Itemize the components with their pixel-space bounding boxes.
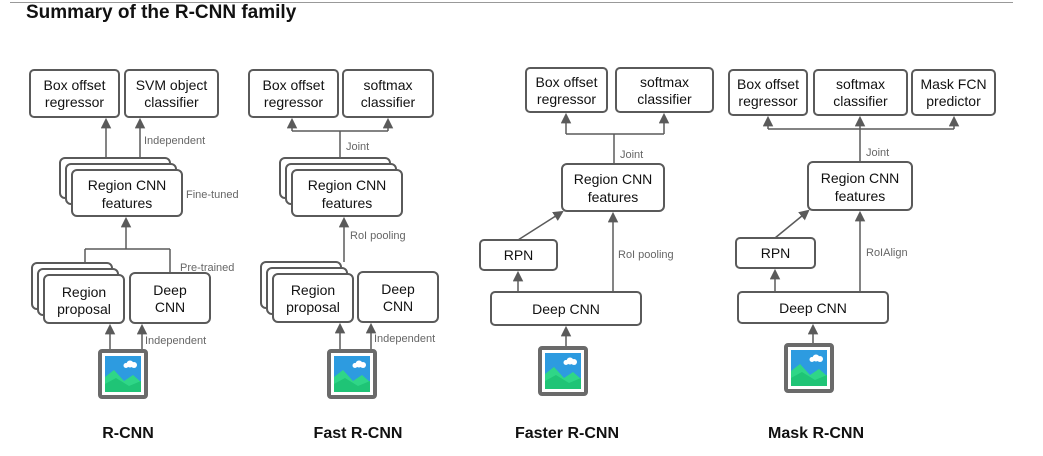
mask-softmax-line2: classifier	[833, 93, 888, 109]
rcnn-svm-line2: classifier	[144, 94, 199, 110]
fast-softmax-line2: classifier	[361, 94, 416, 110]
rcnn-deep-cnn-line2: CNN	[155, 299, 185, 315]
mask-features-line1: Region CNN	[821, 170, 900, 186]
rcnn-box-offset-line2: regressor	[45, 94, 104, 110]
mask-features-line2: features	[835, 188, 886, 204]
faster-rcnn-column: Box offset regressor softmax classifier …	[479, 67, 714, 442]
rcnn-proposal-line2: proposal	[57, 301, 111, 317]
mask-box-offset-line2: regressor	[738, 93, 797, 109]
faster-features-line2: features	[588, 189, 639, 205]
mask-softmax-classifier	[813, 69, 908, 116]
page-title: Summary of the R-CNN family	[26, 2, 297, 23]
fast-features-line2: features	[322, 195, 373, 211]
faster-features-line1: Region CNN	[574, 171, 653, 187]
mask-region-cnn-features	[807, 161, 913, 211]
mask-softmax-line1: softmax	[836, 76, 885, 92]
mask-deep-cnn	[737, 291, 889, 324]
mask-rcnn-column: Box offset regressor softmax classifier …	[728, 69, 996, 442]
faster-box-offset-line2: regressor	[537, 91, 596, 107]
fast-label-independent: Independent	[374, 333, 435, 345]
rcnn-deep-cnn	[129, 272, 211, 324]
rcnn-proposal-line1: Region	[62, 284, 106, 300]
faster-region-cnn-features	[561, 163, 665, 212]
fast-image-icon	[327, 349, 377, 399]
mask-fcn-line2: predictor	[926, 93, 981, 109]
rcnn-svm-line1: SVM object	[136, 77, 208, 93]
mask-deep-cnn-label: Deep CNN	[779, 300, 847, 316]
fast-region-proposal	[272, 273, 354, 323]
faster-softmax-line2: classifier	[637, 91, 692, 107]
mask-arrow-rpn-to-features	[774, 209, 810, 239]
faster-softmax-classifier	[615, 67, 714, 113]
faster-deep-cnn	[490, 291, 642, 326]
rcnn-box-offset-regressor	[29, 69, 120, 118]
rcnn-deep-cnn-line1: Deep	[153, 282, 187, 298]
fast-label-joint: Joint	[346, 141, 369, 153]
faster-caption: Faster R-CNN	[515, 425, 619, 442]
fast-caption: Fast R-CNN	[314, 425, 403, 442]
mask-caption: Mask R-CNN	[768, 425, 864, 442]
faster-arrow-rpn-to-features	[517, 210, 564, 241]
mask-label-joint: Joint	[866, 147, 889, 159]
rcnn-region-cnn-features	[71, 169, 183, 217]
faster-softmax-line1: softmax	[640, 74, 689, 90]
rcnn-image-icon	[98, 349, 148, 399]
top-rule	[10, 2, 1013, 3]
mask-fcn-line1: Mask FCN	[920, 76, 986, 92]
rcnn-column: Box offset regressor SVM object classifi…	[29, 69, 239, 442]
faster-rpn-label: RPN	[504, 247, 534, 263]
rcnn-label-fine-tuned: Fine-tuned	[186, 189, 239, 201]
fast-label-roi-pooling: RoI pooling	[350, 230, 406, 242]
mask-image-icon	[784, 343, 834, 393]
rcnn-features-line2: features	[102, 195, 153, 211]
fast-softmax-line1: softmax	[363, 77, 412, 93]
rcnn-region-proposal	[43, 274, 125, 324]
faster-box-offset-regressor	[525, 67, 608, 113]
faster-label-joint: Joint	[620, 149, 643, 161]
fast-softmax-classifier	[342, 69, 434, 118]
faster-box-offset-line1: Box offset	[535, 74, 597, 90]
rcnn-label-independent-top: Independent	[144, 135, 205, 147]
mask-rpn-label: RPN	[761, 245, 791, 261]
fast-deep-cnn	[357, 271, 439, 323]
fast-proposal-line1: Region	[291, 282, 335, 298]
mask-box-offset-line1: Box offset	[737, 76, 799, 92]
mask-box-offset-regressor	[728, 69, 808, 116]
faster-image-icon	[538, 346, 588, 396]
faster-label-roi-pooling: RoI pooling	[618, 249, 674, 261]
fast-deep-cnn-line2: CNN	[383, 298, 413, 314]
fast-rcnn-column: Box offset regressor softmax classifier …	[248, 69, 439, 442]
rcnn-label-independent-bottom: Independent	[145, 335, 206, 347]
faster-deep-cnn-label: Deep CNN	[532, 301, 600, 317]
mask-fcn-predictor	[911, 69, 996, 116]
fast-features-line1: Region CNN	[308, 177, 387, 193]
fast-box-offset-line1: Box offset	[262, 77, 324, 93]
rcnn-box-offset-line1: Box offset	[43, 77, 105, 93]
fast-box-offset-line2: regressor	[264, 94, 323, 110]
rcnn-caption: R-CNN	[102, 425, 154, 442]
fast-region-cnn-features	[291, 169, 403, 217]
rcnn-svm-classifier	[124, 69, 219, 118]
mask-label-roialign: RoIAlign	[866, 247, 908, 259]
fast-box-offset-regressor	[248, 69, 339, 118]
fast-proposal-line2: proposal	[286, 299, 340, 315]
fast-deep-cnn-line1: Deep	[381, 281, 415, 297]
rcnn-label-pre-trained: Pre-trained	[180, 262, 234, 274]
rcnn-features-line1: Region CNN	[88, 177, 167, 193]
